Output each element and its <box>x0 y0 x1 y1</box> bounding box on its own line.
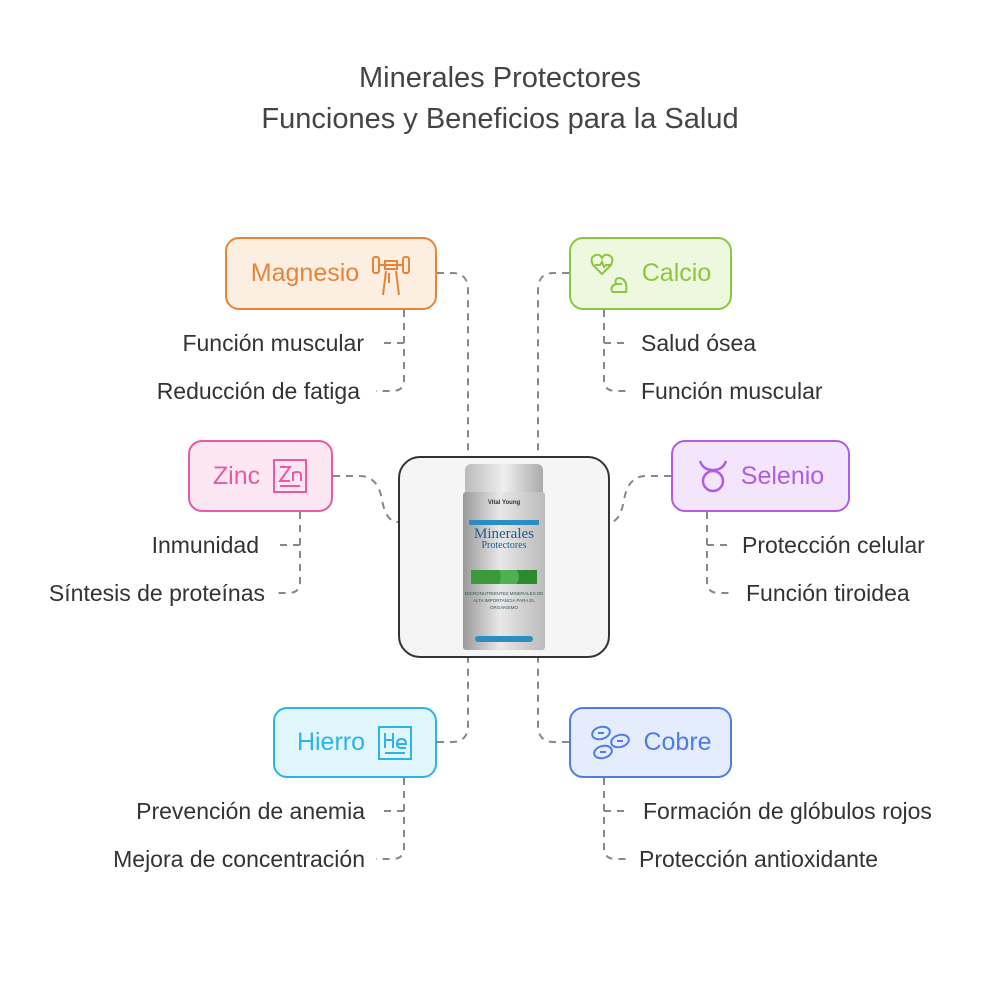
benefit-item: Inmunidad <box>151 532 259 558</box>
benefit-item: Protección antioxidante <box>639 846 879 872</box>
benefit-item: Salud ósea <box>641 330 757 356</box>
leaf-decoration <box>471 570 537 584</box>
product-description: MICRONUTRIENTES MINERALES DE ALTA IMPORT… <box>464 591 544 610</box>
product-name-line1: Minerales <box>474 526 534 542</box>
heart-muscle-icon <box>590 253 628 293</box>
label-footer <box>475 636 533 642</box>
fe-symbol-icon <box>378 725 413 760</box>
mineral-box-hierro: Hierro <box>273 707 437 778</box>
mineral-name: Calcio <box>641 259 712 287</box>
product-bottle-image: Vital Young Minerales Protectores MICRON… <box>463 464 545 652</box>
mineral-box-zinc: Zinc <box>188 440 333 512</box>
benefit-item: Función muscular <box>182 330 364 356</box>
dumbbell-hand-icon <box>372 255 411 295</box>
mineral-box-magnesio: Magnesio <box>225 237 437 310</box>
bottle-cap <box>465 464 543 494</box>
benefit-item: Mejora de concentración <box>113 846 365 872</box>
mineral-box-cobre: Cobre <box>569 707 732 778</box>
benefit-item: Protección celular <box>742 532 925 558</box>
benefit-item: Formación de glóbulos rojos <box>643 798 932 824</box>
zn-symbol-icon <box>273 459 308 493</box>
benefit-item: Reducción de fatiga <box>156 378 360 404</box>
product-brand: Vital Young <box>487 500 521 506</box>
title-line-1: Minerales Protectores <box>358 62 642 94</box>
mineral-name: Hierro <box>296 728 366 756</box>
mineral-box-selenio: Selenio <box>671 440 850 512</box>
mineral-name: Cobre <box>643 728 712 756</box>
benefit-item: Prevención de anemia <box>136 798 365 824</box>
product-name: Minerales Protectores <box>463 526 545 552</box>
mineral-name: Selenio <box>740 461 825 490</box>
benefit-item: Función muscular <box>641 378 823 404</box>
blood-cells-icon <box>591 725 631 759</box>
mineral-box-calcio: Calcio <box>569 237 732 310</box>
title-line-2: Funciones y Beneficios para la Salud <box>261 103 739 135</box>
mineral-name: Magnesio <box>250 259 360 287</box>
benefit-item: Síntesis de proteínas <box>48 580 265 606</box>
mineral-name: Zinc <box>212 461 261 490</box>
product-name-line2: Protectores <box>481 540 527 551</box>
bottle-body: Vital Young Minerales Protectores MICRON… <box>463 492 545 650</box>
benefit-item: Función tiroidea <box>746 580 910 606</box>
taurus-icon <box>698 460 727 493</box>
label-band <box>469 520 539 525</box>
product-image-frame: Vital Young Minerales Protectores MICRON… <box>398 456 610 658</box>
